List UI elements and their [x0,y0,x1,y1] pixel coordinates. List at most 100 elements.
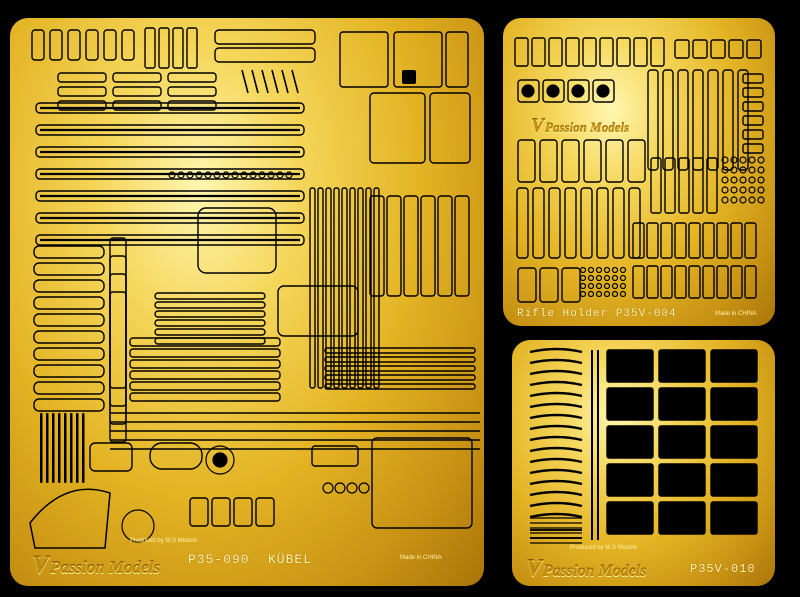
etched-part [678,157,690,214]
etched-part [627,139,646,183]
etched-part [632,265,645,299]
rifle-fret-parts [514,37,765,303]
etched-part [33,245,105,259]
etched-part [369,92,426,164]
etched-part [129,370,281,380]
etched-part [154,301,266,309]
etched-part [516,187,529,259]
etched-part [49,29,63,61]
etched-part [658,501,706,535]
etched-round-part [748,156,756,164]
etched-part [744,222,757,259]
etched-part [158,27,170,69]
etched-round-part [587,290,595,298]
etched-part [517,79,540,103]
etched-curved-strip [529,369,583,376]
etched-part [129,381,281,391]
etched-part [742,73,764,84]
etched-part [172,27,184,69]
etched-cutout [607,426,653,458]
etched-part [599,37,614,67]
etched-part [33,347,105,361]
etched-round-part [603,290,611,298]
etched-part [606,463,654,497]
etched-part [606,387,654,421]
etched-part [710,39,726,59]
etched-strip [281,69,289,94]
main-fret-parts [29,27,480,549]
etched-part [730,222,743,259]
etched-part [167,72,217,83]
etched-part [189,497,209,527]
etched-part [517,267,537,303]
etched-round-part [619,274,627,282]
etched-part [658,425,706,459]
etched-round-part [603,282,611,290]
etched-round-part [579,274,587,282]
etched-part [214,47,316,63]
etched-part [420,195,436,297]
etched-part [57,86,107,97]
etched-part [662,69,674,171]
etched-part [596,187,609,259]
etched-part [710,501,758,535]
etched-curved-strip [529,501,583,508]
etched-round-part [521,84,535,98]
etched-round-part [322,482,334,494]
etched-part [33,398,105,412]
etched-round-part [579,266,587,274]
etched-cutout [659,388,705,420]
etched-part [154,292,266,300]
etched-part [517,139,536,183]
etched-round-part [204,171,212,179]
etched-part [333,187,340,389]
etched-part [612,187,625,259]
etched-part [606,501,654,535]
etched-part [149,442,203,470]
p35v-brand-logo: VPassion Models [526,556,647,582]
p35v-010-fret: Produced by M.S Models VPassion Models P… [512,340,775,586]
etched-part [373,187,380,389]
etched-part [325,187,332,389]
rifle-part-code: Rifle Holder P35V-004 [517,308,677,320]
etched-part [324,365,476,372]
etched-round-part [595,290,603,298]
etched-part [129,348,281,358]
etched-part [658,349,706,383]
etched-part [564,187,577,259]
etched-part [112,72,162,83]
etched-part [112,86,162,97]
etched-round-part [739,176,747,184]
etched-part [692,39,708,59]
etched-round-part [739,196,747,204]
etched-part [650,157,662,214]
etched-part [567,79,590,103]
etched-part [742,143,764,154]
etched-part [233,497,253,527]
etched-curved-strip [529,391,583,398]
etched-part [341,187,348,389]
etched-part [692,157,704,214]
etched-part [33,296,105,310]
etched-curved-strip [529,468,583,475]
etched-cutout [46,413,49,483]
etched-part [710,349,758,383]
main-brand-logo: VPassion Models [32,550,161,579]
etched-part [677,69,689,171]
etched-strip [241,69,249,94]
etched-round-part [721,196,729,204]
etched-round-part [730,156,738,164]
etched-part [606,349,654,383]
etched-part [109,273,127,425]
etched-part [660,265,673,299]
etched-curved-strip [529,435,583,442]
etched-round-part [546,84,560,98]
etched-part [658,463,706,497]
etched-strip [271,69,279,94]
etched-part [565,37,580,67]
etched-part [674,39,690,59]
etched-round-part [619,266,627,274]
etched-part [437,195,453,297]
etched-part [277,285,359,337]
etched-round-part [611,290,619,298]
